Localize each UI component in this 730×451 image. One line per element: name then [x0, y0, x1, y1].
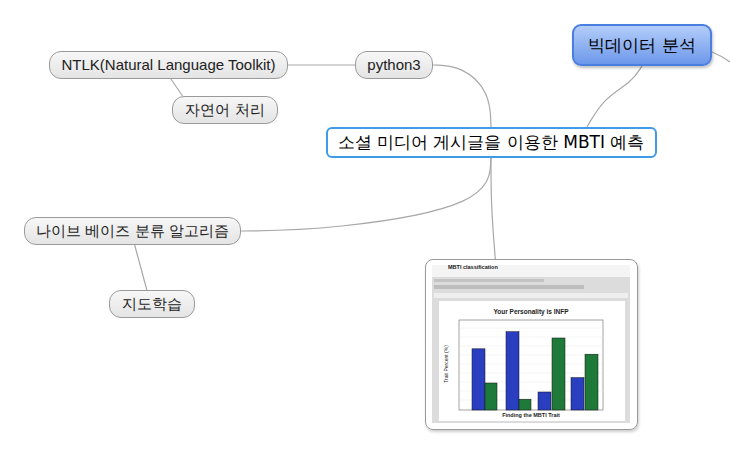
topic-text: 빅데이터 분석: [588, 35, 695, 55]
topic-text: 소셜 미디어 게시글을 이용한 MBTI 예측: [338, 132, 645, 152]
plot-area: [459, 320, 603, 410]
screenshot-ground: [432, 265, 630, 423]
axis-title: Trait Percent (%): [443, 345, 449, 383]
topic-box: 나이브 베이즈 분류 알고리즘: [24, 217, 241, 245]
plot-page: [439, 301, 625, 421]
root-topic: 빅데이터 분석: [572, 24, 712, 66]
axis-title: Finding the MBTI Trait: [502, 412, 560, 419]
branch-line: [491, 158, 495, 259]
topic-text: 자연어 처리: [185, 101, 264, 119]
branch-line: [135, 245, 147, 290]
topic-text: python3: [367, 56, 420, 74]
branch-line: [171, 79, 183, 96]
topic-box: python3: [355, 51, 433, 79]
topic-box: 자연어 처리: [172, 96, 278, 124]
offscreen-branch: [712, 52, 730, 62]
tool-bar: [434, 285, 584, 289]
cell-bar: [434, 293, 628, 298]
topic-box: NTLK(Natural Language Toolkit): [49, 51, 288, 79]
topic-text: NTLK(Natural Language Toolkit): [61, 56, 275, 74]
branch-line: [587, 66, 642, 127]
bars: [472, 332, 598, 410]
menu-bar: [434, 279, 544, 282]
topic-text: 지도학습: [122, 295, 182, 313]
branch-line: [288, 64, 355, 65]
window-title: MBTI classification: [448, 264, 498, 271]
chart-title: Your Personality is INFP: [493, 308, 568, 316]
chart-screenshot: [425, 259, 638, 430]
screenshot-header: [432, 265, 630, 277]
topic-text: 나이브 베이즈 분류 알고리즘: [36, 222, 229, 240]
image-topic: MBTI classificationYour Personality is I…: [425, 259, 638, 430]
branch-line: [433, 65, 491, 127]
branch-line: [241, 158, 491, 231]
topic-box: 지도학습: [109, 290, 195, 318]
central-topic: 소셜 미디어 게시글을 이용한 MBTI 예측: [326, 127, 657, 158]
